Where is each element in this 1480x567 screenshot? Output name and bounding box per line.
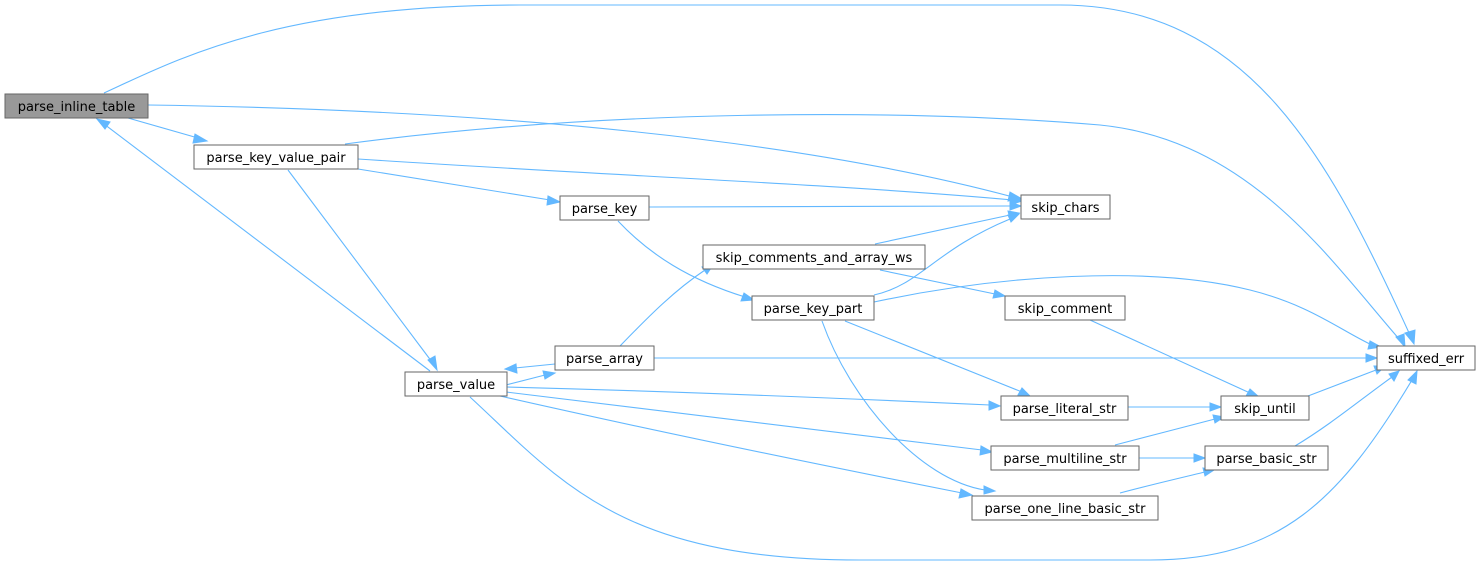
edge-parse-array-to-skip-comments	[619, 269, 706, 347]
edge-parse-inline-table-to-parse-key-value-pair	[127, 117, 199, 139]
arrowhead	[427, 355, 438, 372]
edge-parse-value-to-parse-inline-table	[103, 123, 431, 372]
node-label: parse_key_value_pair	[206, 151, 346, 166]
edge-skip-comment-to-skip-until	[1089, 319, 1251, 394]
node-label: parse_value	[417, 378, 495, 393]
arrowhead	[1404, 329, 1416, 346]
edge-parse-value-to-parse-literal-str	[505, 386, 991, 406]
node-parse-array[interactable]: parse_array	[554, 345, 655, 371]
node-parse-inline-table[interactable]: parse_inline_table	[4, 93, 149, 119]
node-label: parse_inline_table	[18, 100, 136, 115]
edge-parse-key-value-pair-to-suffixed-err	[344, 113, 1401, 341]
node-label: parse_basic_str	[1216, 452, 1317, 467]
arrowhead	[1395, 333, 1406, 349]
arrowhead	[992, 289, 1007, 299]
edge-parse-key-part-to-parse-literal-str	[844, 320, 1023, 393]
node-parse-literal-str[interactable]: parse_literal_str	[1000, 395, 1129, 421]
edge-parse-key-to-parse-key-part	[617, 220, 746, 298]
edge-parse-value-to-suffixed-err	[469, 379, 1413, 561]
arrowhead	[1388, 370, 1400, 382]
edge-parse-key-to-skip-chars	[648, 205, 1011, 208]
edge-parse-value-to-parse-multiline-str	[505, 391, 983, 451]
node-parse-multiline-str[interactable]: parse_multiline_str	[990, 445, 1140, 471]
edge-parse-value-to-parse-one-line-basic-str	[499, 395, 963, 494]
node-parse-key-part[interactable]: parse_key_part	[751, 295, 875, 321]
edge-skip-comments-to-skip-comment	[879, 269, 996, 295]
arrowhead	[546, 195, 562, 206]
edge-parse-inline-table-to-skip-chars	[147, 104, 1014, 198]
edge-parse-multiline-str-to-skip-until	[1114, 418, 1216, 446]
node-skip-comments-and-array-ws[interactable]: skip_comments_and_array_ws	[702, 244, 926, 270]
node-label: skip_until	[1234, 402, 1295, 417]
arrowhead	[983, 485, 997, 495]
arrowhead	[1209, 402, 1223, 412]
edge-parse-key-part-to-suffixed-err	[873, 275, 1373, 346]
node-parse-basic-str[interactable]: parse_basic_str	[1204, 445, 1329, 471]
node-parse-key-value-pair[interactable]: parse_key_value_pair	[193, 144, 359, 170]
node-label: parse_multiline_str	[1003, 452, 1127, 467]
node-suffixed-err[interactable]: suffixed_err	[1376, 345, 1476, 371]
arrowhead	[1193, 453, 1207, 463]
node-label: skip_comment	[1018, 302, 1112, 317]
node-label: parse_array	[566, 352, 643, 367]
edge-parse-key-value-pair-to-parse-key	[357, 168, 551, 201]
arrowhead	[503, 363, 518, 374]
node-parse-key[interactable]: parse_key	[559, 195, 650, 221]
arrowhead	[979, 445, 994, 456]
arrowhead	[1017, 387, 1032, 397]
edge-parse-basic-str-to-suffixed-err	[1294, 376, 1393, 447]
node-skip-until[interactable]: skip_until	[1220, 395, 1310, 421]
edge-parse-key-part-to-skip-chars	[873, 218, 1011, 296]
node-label: parse_one_line_basic_str	[985, 502, 1147, 517]
arrowhead	[988, 400, 1002, 411]
arrowhead	[1009, 201, 1023, 211]
arrowhead	[1407, 369, 1418, 385]
node-label: parse_key	[572, 202, 638, 217]
edge-parse-value-to-parse-array	[505, 374, 546, 386]
edge-parse-key-value-pair-to-parse-value	[287, 169, 433, 363]
arrowhead	[1365, 353, 1379, 363]
node-parse-value[interactable]: parse_value	[404, 371, 508, 397]
arrowhead	[740, 292, 756, 302]
edge-parse-key-value-pair-to-skip-chars	[357, 158, 1014, 201]
edge-skip-comments-to-skip-chars	[874, 214, 1011, 245]
edge-skip-until-to-suffixed-err	[1307, 369, 1377, 397]
arrowhead	[958, 488, 974, 499]
arrowhead	[542, 370, 557, 380]
edge-parse-array-to-parse-value	[514, 363, 556, 369]
nodes-layer: parse_inline_table parse_key_value_pair …	[4, 93, 1476, 521]
node-skip-comment[interactable]: skip_comment	[1004, 295, 1126, 321]
node-label: parse_literal_str	[1013, 402, 1117, 417]
arrowhead	[192, 133, 209, 144]
edges-layer	[95, 4, 1418, 561]
node-label: skip_comments_and_array_ws	[716, 251, 913, 266]
node-parse-one-line-basic-str[interactable]: parse_one_line_basic_str	[971, 495, 1159, 521]
node-label: suffixed_err	[1388, 352, 1465, 367]
edge-parse-key-part-to-parse-one-line-basic-str	[821, 320, 986, 491]
node-skip-chars[interactable]: skip_chars	[1020, 194, 1111, 220]
arrowhead	[1007, 213, 1021, 223]
node-label: parse_key_part	[764, 302, 863, 317]
node-label: skip_chars	[1031, 201, 1099, 216]
edge-parse-one-line-basic-str-to-parse-basic-str	[1119, 471, 1206, 494]
arrowhead	[95, 118, 111, 130]
edge-parse-inline-table-to-suffixed-err	[103, 4, 1411, 336]
